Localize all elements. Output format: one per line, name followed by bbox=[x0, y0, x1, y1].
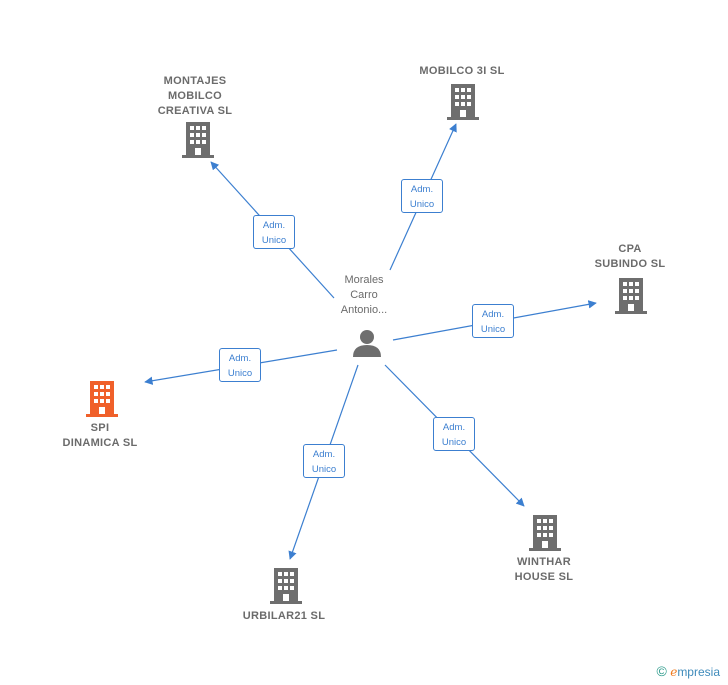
brand-name: mpresia bbox=[677, 665, 720, 679]
company-label[interactable]: MONTAJES MOBILCO CREATIVA SL bbox=[157, 75, 233, 117]
edge-label-winthar: Adm. Unico bbox=[433, 417, 475, 451]
building-icon-urbilar[interactable] bbox=[270, 568, 302, 604]
company-label[interactable]: URBILAR21 SL bbox=[242, 610, 326, 622]
company-label[interactable]: WINTHAR HOUSE SL bbox=[514, 556, 574, 583]
person-icon[interactable] bbox=[353, 330, 381, 357]
company-mobilco3i[interactable]: MOBILCO 3I SL bbox=[400, 64, 524, 79]
building-icon-cpa[interactable] bbox=[615, 278, 647, 314]
company-label[interactable]: SPI DINAMICA SL bbox=[62, 422, 138, 449]
company-label[interactable]: MOBILCO 3I SL bbox=[419, 65, 505, 77]
company-urbilar[interactable]: URBILAR21 SL bbox=[226, 609, 342, 624]
copyright-icon: © bbox=[656, 663, 667, 679]
edge-label-cpa: Adm. Unico bbox=[472, 304, 514, 338]
person-name[interactable]: Morales Carro Antonio... bbox=[340, 274, 388, 316]
edge-label-mobilco3i: Adm. Unico bbox=[401, 179, 443, 213]
edge-label-urbilar: Adm. Unico bbox=[303, 444, 345, 478]
building-icon-mobilco3i[interactable] bbox=[447, 84, 479, 120]
edge-label-spi: Adm. Unico bbox=[219, 348, 261, 382]
building-icon-spi[interactable] bbox=[86, 381, 118, 417]
edge-label-montajes: Adm. Unico bbox=[253, 215, 295, 249]
brand-logo-initial: e bbox=[670, 665, 678, 679]
company-cpa[interactable]: CPA SUBINDO SL bbox=[580, 242, 680, 272]
company-spi[interactable]: SPI DINAMICA SL bbox=[45, 421, 155, 451]
company-montajes[interactable]: MONTAJES MOBILCO CREATIVA SL bbox=[140, 74, 250, 119]
brand-footer[interactable]: © empresia bbox=[657, 663, 720, 679]
building-icon-winthar[interactable] bbox=[529, 515, 561, 551]
building-icon-montajes[interactable] bbox=[182, 122, 214, 158]
company-label[interactable]: CPA SUBINDO SL bbox=[594, 243, 666, 270]
company-winthar[interactable]: WINTHAR HOUSE SL bbox=[496, 555, 592, 585]
